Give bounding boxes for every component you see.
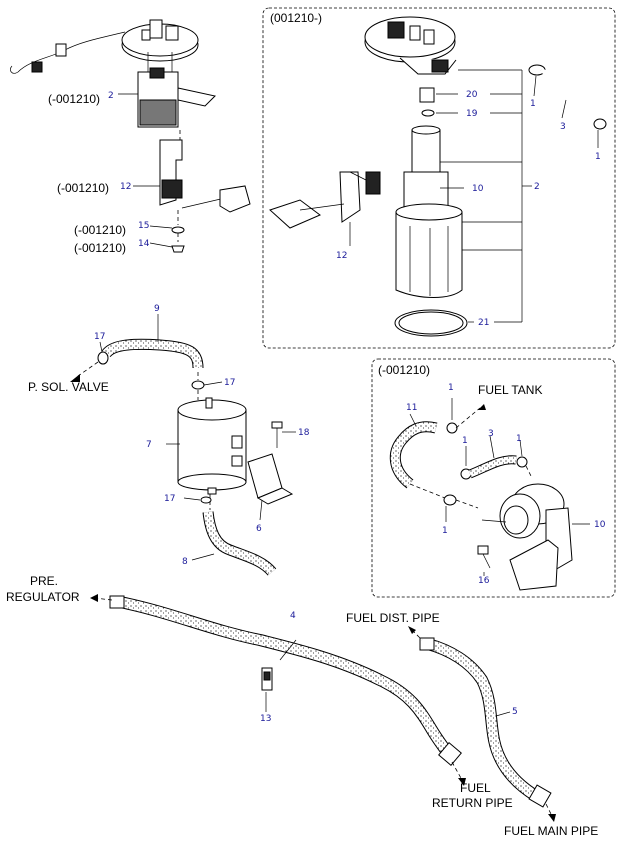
part-number: 8 [182,557,188,567]
new-fuel-pump-assembly [269,16,468,337]
old-canister-assembly [389,398,590,591]
label-regulator: REGULATOR [6,590,80,604]
return-pipe-4 [90,594,466,786]
part-number: 6 [256,524,262,534]
label-001210-sender: (-001210) [57,181,109,195]
part-number: 12 [120,182,131,192]
label-fuel-dist-pipe: FUEL DIST. PIPE [346,611,440,625]
old-pump-leaders [118,93,173,248]
part-number: 21 [478,318,489,328]
text-labels: (-001210) (-001210) (-001210) (-001210) … [6,11,598,838]
part-number: 15 [138,221,149,231]
part-numbers: 2 12 15 14 20 19 10 2 12 21 1 3 1 9 17 1… [94,90,606,724]
part-number: 10 [594,520,606,530]
label-p-sol-valve: P. SOL. VALVE [28,380,109,394]
part-number: 16 [478,576,490,586]
old-fuel-pump-assembly [10,19,217,128]
part-number: 7 [146,440,152,450]
part-number: 18 [298,428,310,438]
part-number: 1 [595,152,601,162]
part-number: 4 [290,611,296,621]
part-number: 2 [534,182,540,192]
hose-3-assembly [528,64,607,130]
part-number: 1 [448,383,454,393]
label-fuel: FUEL [460,781,491,795]
part-number: 9 [154,304,160,314]
label-fuel-main-pipe: FUEL MAIN PIPE [504,824,598,838]
canister-area [70,314,296,576]
label-fuel-tank: FUEL TANK [478,383,542,397]
label-001210-part15: (-001210) [74,223,126,237]
old-sender-bracket [159,130,251,253]
part-number: 11 [406,403,417,413]
part-number: 14 [138,239,150,249]
part-number: 1 [516,434,522,444]
part-number: 17 [224,378,235,388]
part-number: 19 [466,109,478,119]
part-number: 17 [164,494,175,504]
label-001210-pump: (-001210) [48,92,100,106]
label-001210-part14: (-001210) [74,241,126,255]
part-number: 13 [260,714,271,724]
part-number: 17 [94,332,105,342]
new-pump-group-box [262,7,616,349]
old-canister-group-box [371,358,616,598]
main-pipe-5 [408,626,556,822]
part-number: 20 [466,90,478,100]
label-pre: PRE. [30,574,58,588]
label-new-box-range: (001210-) [270,11,322,25]
label-old-box-range: (-001210) [378,363,430,377]
part-number: 3 [488,429,494,439]
part-number: 1 [442,526,448,536]
part-number: 1 [530,99,536,109]
part-number: 12 [336,251,347,261]
part-number: 1 [462,436,468,446]
part-number: 3 [560,122,566,132]
label-return-pipe: RETURN PIPE [432,796,513,810]
part-number: 10 [472,184,484,194]
new-box-leaders [349,69,599,323]
part-number: 2 [108,91,114,101]
part-number: 5 [512,707,518,717]
